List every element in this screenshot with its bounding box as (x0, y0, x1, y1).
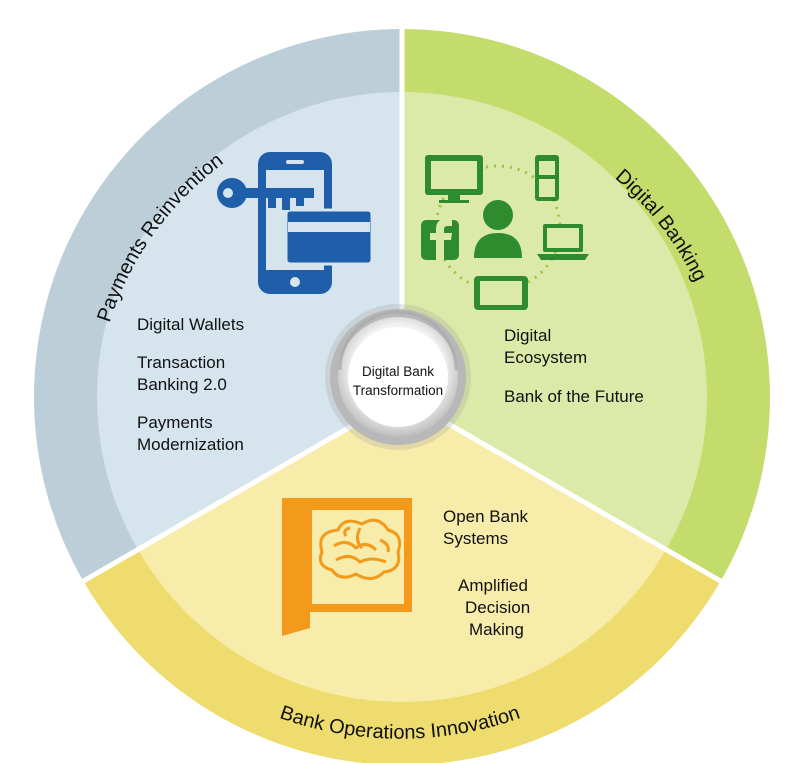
mobile-phone-icon (535, 155, 559, 201)
monitor-icon (425, 155, 483, 203)
operations-item-decision-line2: Decision (465, 598, 531, 617)
digital-item-bank-of-the-future: Bank of the Future (504, 387, 644, 406)
facebook-icon (421, 219, 459, 260)
digital-item-ecosystem-line1: Digital (504, 326, 552, 345)
payments-item-transaction-line1: Transaction (137, 353, 226, 372)
brain-icon (318, 518, 402, 580)
operations-item-open-bank-line2: Systems (443, 529, 509, 548)
credit-card-icon (284, 208, 374, 266)
payments-item-modernization-line2: Modernization (137, 435, 244, 454)
operations-item-decision-line3: Making (469, 620, 524, 639)
center-title-line1: Digital Bank (362, 364, 434, 379)
payments-item-modernization-line1: Payments (137, 413, 213, 432)
laptop-icon (537, 224, 589, 260)
operations-item-decision-line1: Amplified (458, 576, 528, 595)
person-icon (474, 200, 522, 258)
payments-item-transaction-line2: Banking 2.0 (137, 375, 227, 394)
key-icon (217, 178, 314, 210)
payments-item-digital-wallets: Digital Wallets (137, 315, 245, 334)
operations-item-open-bank-line1: Open Bank (443, 507, 529, 526)
digital-inner-sector (402, 92, 707, 550)
tablet-icon (474, 276, 528, 310)
center-hub: Digital Bank Transformation (325, 304, 471, 450)
digital-item-ecosystem-line2: Ecosystem (504, 348, 588, 367)
center-title-line2: Transformation (353, 383, 443, 398)
